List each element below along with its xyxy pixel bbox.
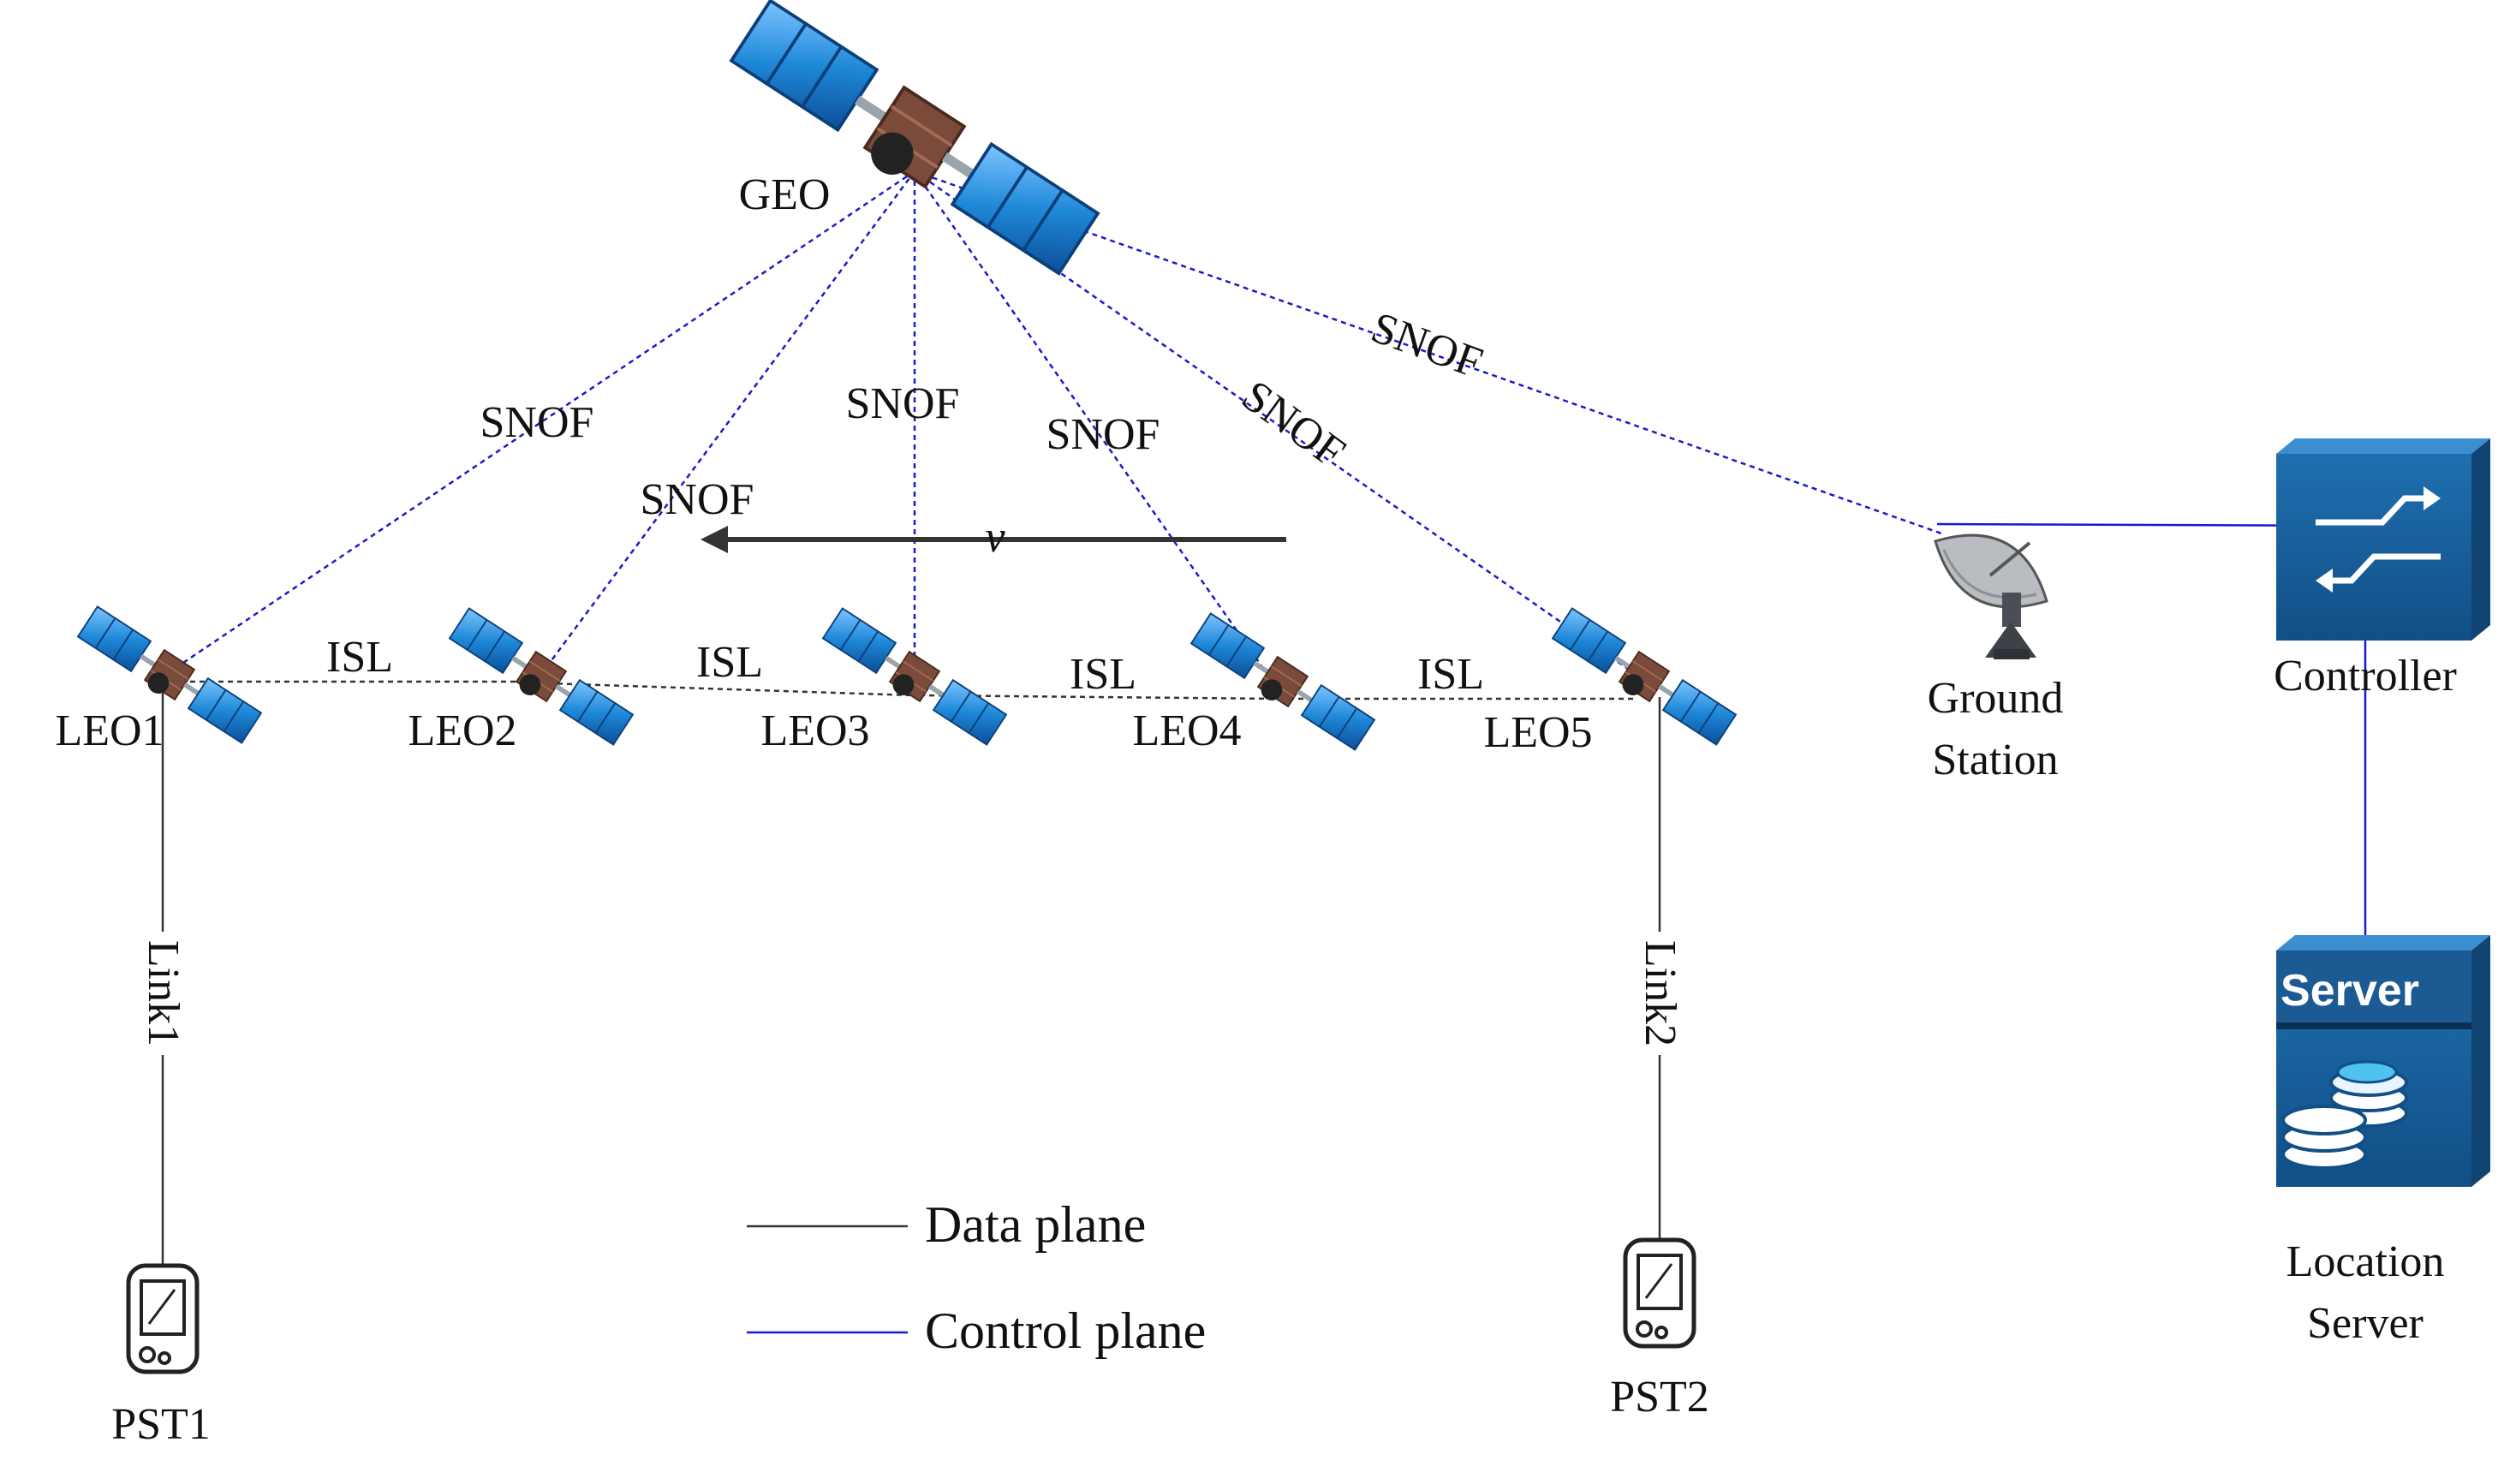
database-icon xyxy=(2281,1060,2408,1170)
location-server-label-line1: Location xyxy=(2286,1237,2445,1286)
link1-label: Link1 xyxy=(139,940,188,1046)
leo1-label: LEO1 xyxy=(55,706,164,755)
pst1-handheld-terminal-icon xyxy=(128,1266,197,1372)
snof-label-ground: SNOF xyxy=(1365,303,1488,388)
snof-label-leo3: SNOF xyxy=(846,379,960,428)
controller-label: Controller xyxy=(2274,652,2457,700)
snof-label-leo1: SNOF xyxy=(480,398,594,447)
velocity-label: v xyxy=(985,513,1005,562)
pst2-handheld-terminal-icon xyxy=(1625,1240,1694,1346)
location-server-label-line2: Server xyxy=(2307,1299,2424,1348)
legend-control-plane-label: Control plane xyxy=(925,1302,1206,1359)
leo2-label: LEO2 xyxy=(408,706,516,755)
server-badge-label: Server xyxy=(2280,966,2419,1016)
legend-data-plane-label: Data plane xyxy=(925,1196,1146,1253)
geo-satellite-icon xyxy=(723,0,1100,285)
ground-station-label-line1: Ground xyxy=(1928,674,2064,723)
isl-link-2 xyxy=(547,682,914,697)
satellite-dish-icon xyxy=(1934,533,2048,659)
isl-link-3 xyxy=(919,694,1277,700)
snof-label-leo5: SNOF xyxy=(1233,371,1354,477)
pst2-label: PST2 xyxy=(1610,1373,1709,1421)
isl-label-4: ISL xyxy=(1417,650,1484,699)
location-server-device: Server xyxy=(2276,935,2490,1187)
legend: Data plane Control plane xyxy=(747,1196,1206,1359)
controller-device xyxy=(2276,438,2490,641)
leo5-label: LEO5 xyxy=(1483,708,1592,757)
pst1-label: PST1 xyxy=(111,1400,211,1449)
snof-label-leo2: SNOF xyxy=(641,475,754,524)
link2-label: Link2 xyxy=(1636,940,1684,1046)
geo-leo4-control-link xyxy=(913,170,1274,682)
ground-station-label-line2: Station xyxy=(1932,736,2058,784)
geo-leo2-control-link xyxy=(538,170,916,677)
leo3-label: LEO3 xyxy=(760,706,869,755)
velocity-arrow xyxy=(701,526,1286,553)
geo-label: GEO xyxy=(739,170,831,219)
switch-arrows-icon xyxy=(2316,486,2441,593)
isl-label-3: ISL xyxy=(1070,650,1136,699)
snof-label-leo4: SNOF xyxy=(1046,410,1160,459)
isl-label-1: ISL xyxy=(326,633,393,682)
leo4-label: LEO4 xyxy=(1132,706,1241,755)
isl-label-2: ISL xyxy=(696,638,763,687)
